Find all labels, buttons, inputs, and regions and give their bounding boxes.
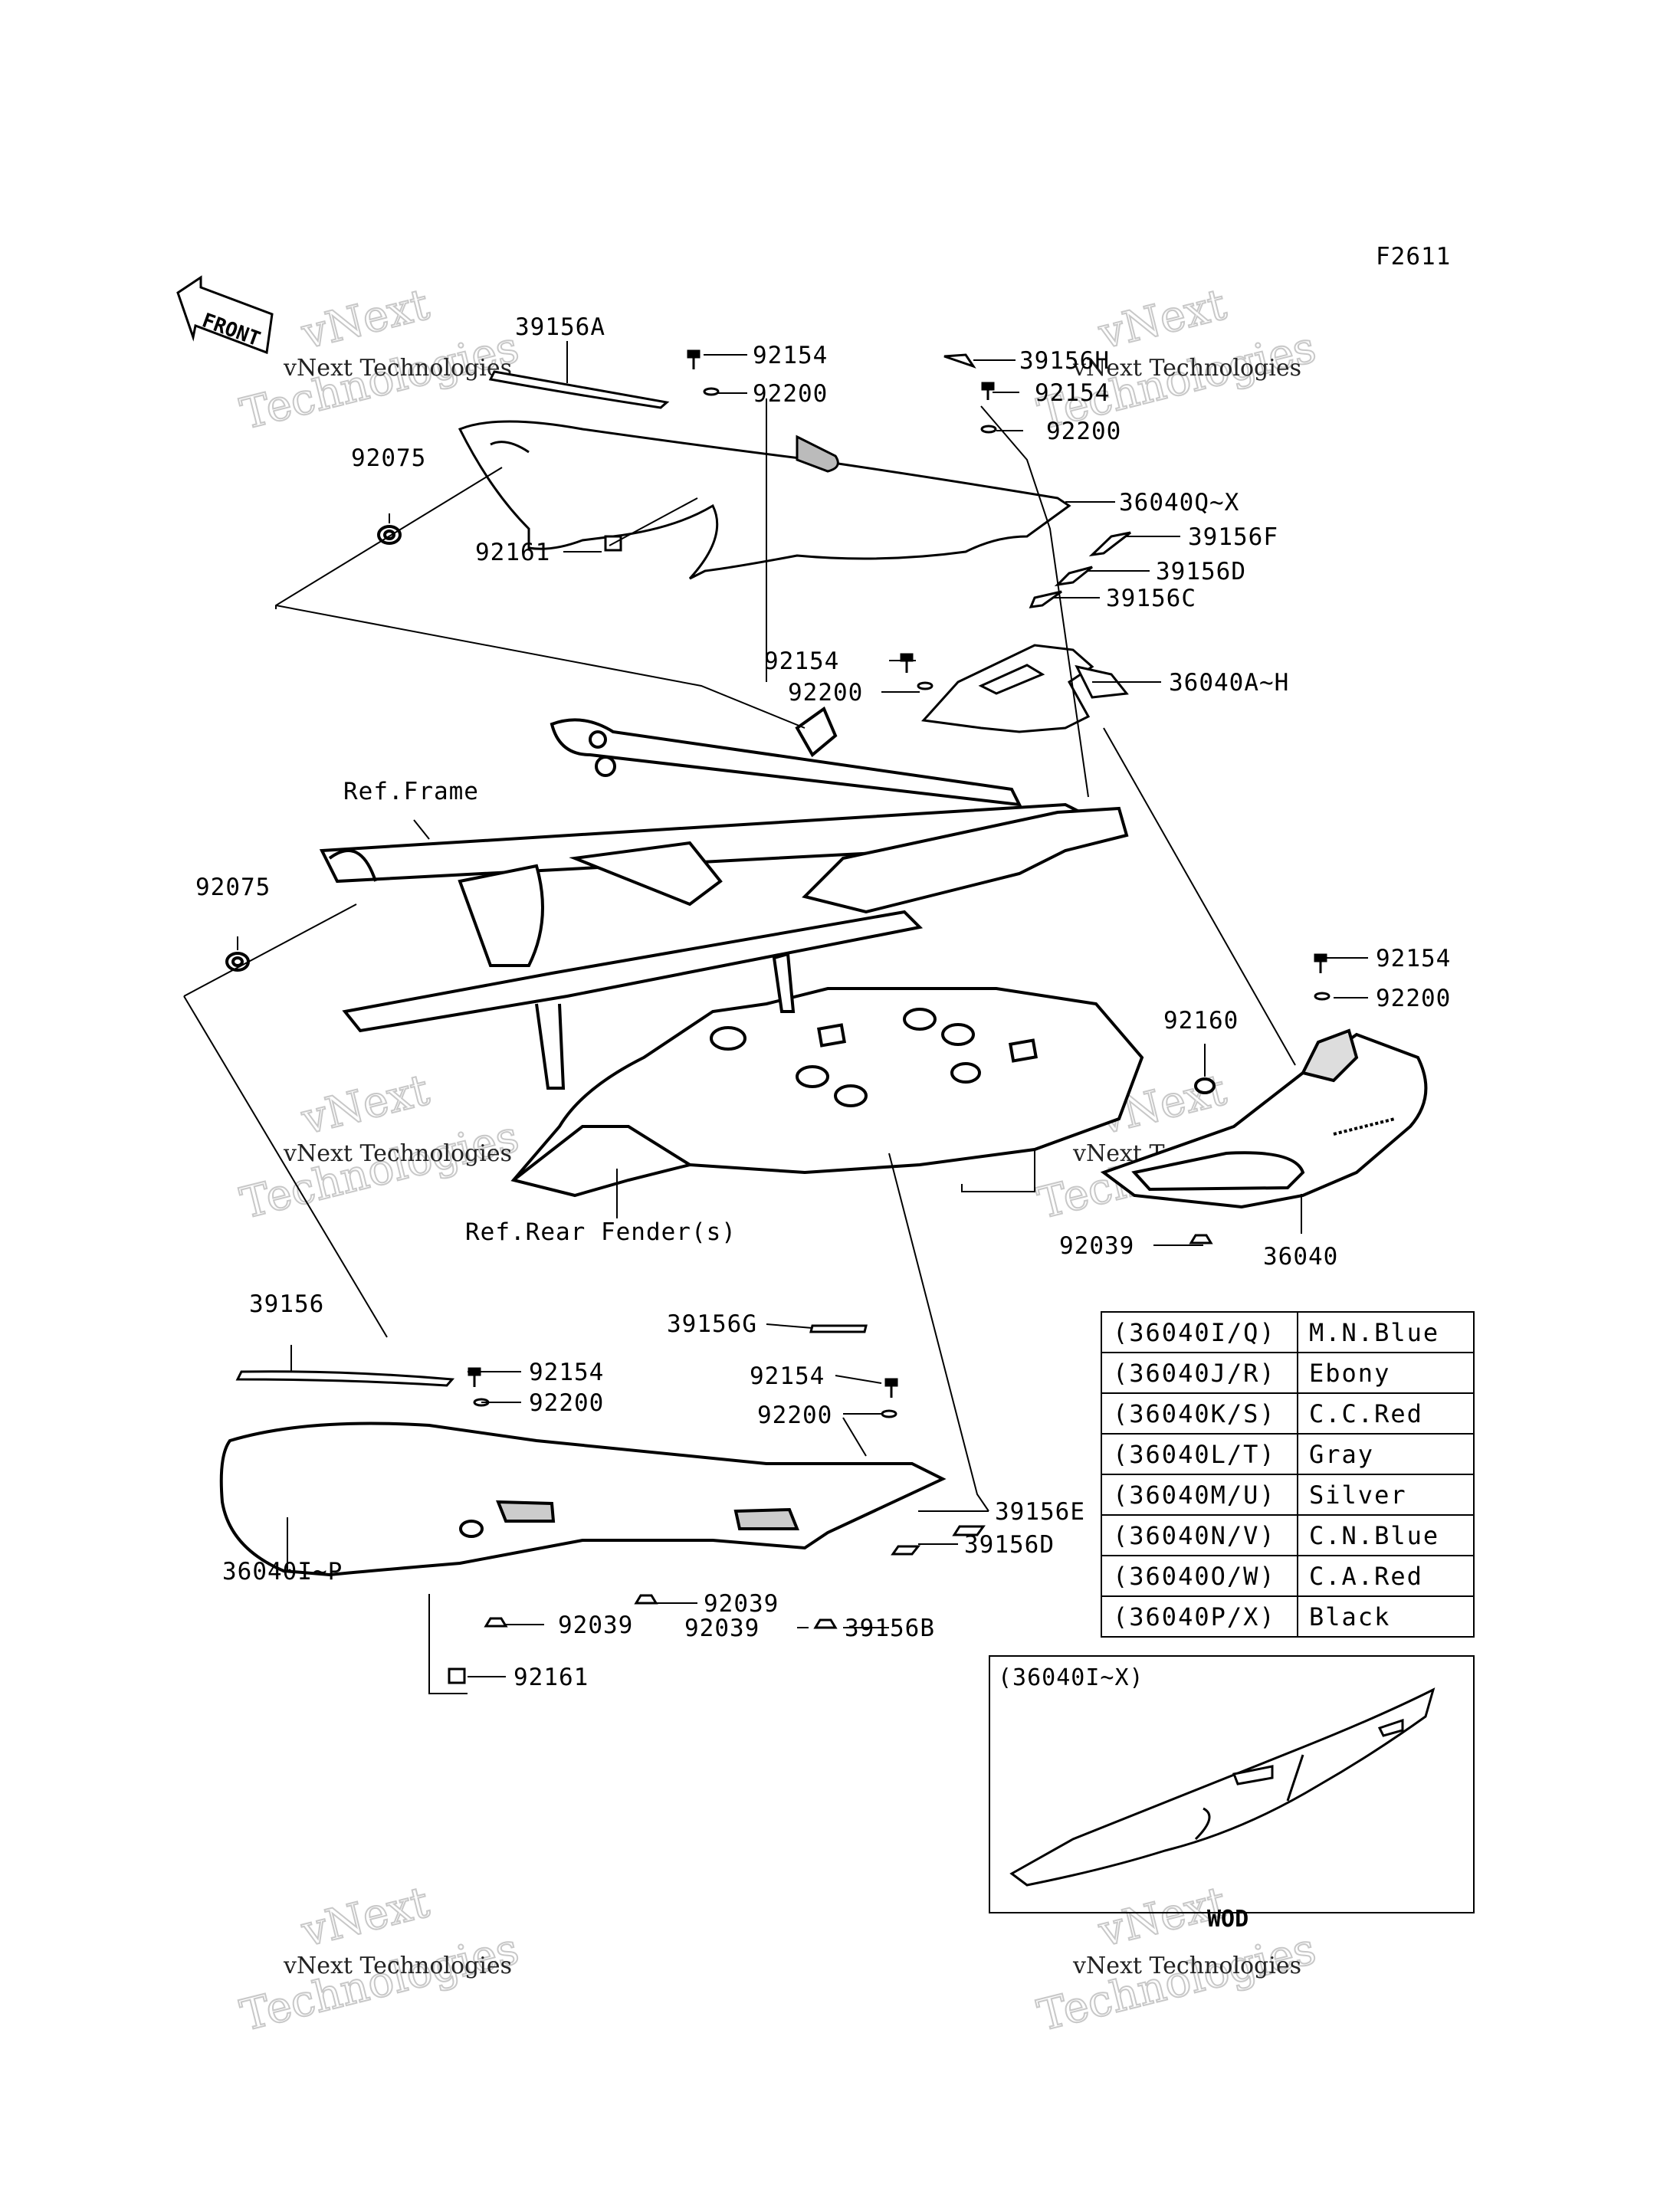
part-label: 92161 (475, 539, 550, 566)
part-label: 92161 (514, 1664, 589, 1691)
table-cell-code: (36040P/X) (1101, 1595, 1298, 1638)
table-cell-color: C.C.Red (1297, 1392, 1475, 1435)
table-cell-color: Gray (1297, 1433, 1475, 1475)
part-label: 39156B (845, 1615, 935, 1642)
part-label: 39156D (964, 1531, 1055, 1559)
table-row: (36040K/S)C.C.Red (1101, 1392, 1475, 1435)
watermark-top-left: vNext Technologies vNext Technologies (235, 279, 524, 441)
table-cell-code: (36040J/R) (1101, 1352, 1298, 1394)
part-label: 92154 (764, 648, 839, 675)
part-label: 39156C (1106, 585, 1196, 612)
svg-text:Technologies: Technologies (1033, 1924, 1321, 2041)
figure-code: F2611 (1376, 243, 1451, 271)
part-label: 36040Q~X (1119, 489, 1239, 516)
table-row: (36040L/T)Gray (1101, 1433, 1475, 1475)
part-label: 92200 (529, 1389, 604, 1417)
grommet-icon (225, 525, 1216, 1094)
tail-cover (1100, 1028, 1428, 1209)
part-label: 39156F (1188, 523, 1278, 551)
svg-text:vNext: vNext (297, 1065, 435, 1145)
table-cell-code: (36040L/T) (1101, 1433, 1298, 1475)
table-row: (36040I/Q)M.N.Blue (1101, 1311, 1475, 1353)
svg-text:vNext: vNext (297, 1877, 435, 1957)
table-cell-color: Ebony (1297, 1352, 1475, 1394)
part-label: 36040A~H (1169, 669, 1289, 697)
part-label: 39156H (1019, 347, 1110, 375)
part-label: 92154 (750, 1362, 825, 1390)
table-row: (36040N/V)C.N.Blue (1101, 1514, 1475, 1556)
table-cell-color: Silver (1297, 1474, 1475, 1516)
ref-rear-fender (510, 952, 1144, 1198)
inner-cover (920, 644, 1129, 733)
ref-frame (319, 706, 1129, 1090)
part-label: 92200 (1046, 418, 1121, 445)
svg-text:vNext Technologies: vNext Technologies (1072, 1953, 1301, 1979)
part-label: 92200 (757, 1402, 832, 1429)
part-label: 92154 (529, 1359, 604, 1386)
color-table: (36040I/Q)M.N.Blue (36040J/R)Ebony (3604… (1101, 1311, 1475, 1638)
table-row: (36040P/X)Black (1101, 1595, 1475, 1638)
washer-icon (473, 387, 1331, 1418)
part-label: 92200 (1376, 985, 1451, 1012)
part-label: 92075 (351, 444, 426, 472)
table-cell-color: M.N.Blue (1297, 1311, 1475, 1353)
svg-text:Technologies: Technologies (236, 1924, 523, 2041)
svg-text:vNext Technologies: vNext Technologies (283, 1140, 512, 1167)
watermark-mid-left: vNext Technologies vNext Technologies (235, 1064, 524, 1230)
part-label: 92160 (1163, 1007, 1239, 1035)
stripe-39156a (488, 370, 670, 409)
part-label: 92039 (1059, 1232, 1134, 1260)
lower-side-cover (219, 1421, 947, 1577)
part-label: 39156G (667, 1310, 757, 1338)
part-label: 92039 (684, 1615, 760, 1642)
inset-box (989, 1655, 1475, 1913)
front-arrow-icon: FRONT (176, 275, 274, 355)
svg-text:vNext Technologies: vNext Technologies (1072, 355, 1301, 382)
table-cell-code: (36040N/V) (1101, 1514, 1298, 1556)
upper-side-cover (458, 420, 1071, 580)
part-label: 36040I~P (222, 1558, 343, 1585)
part-label: 36040 (1263, 1243, 1338, 1271)
part-label: 92154 (753, 342, 828, 369)
part-label: 39156 (249, 1290, 324, 1318)
table-row: (36040J/R)Ebony (1101, 1352, 1475, 1394)
table-cell-code: (36040O/W) (1101, 1555, 1298, 1597)
small-stripes (809, 531, 1131, 1556)
leader-lines (183, 341, 1368, 1694)
watermark-bottom-left: vNext Technologies vNext Technologies (235, 1877, 524, 2042)
table-cell-code: (36040I/Q) (1101, 1311, 1298, 1353)
svg-text:Technologies: Technologies (236, 1112, 523, 1229)
table-row: (36040M/U)Silver (1101, 1474, 1475, 1516)
stripe-39156h (943, 353, 976, 369)
table-cell-color: Black (1297, 1595, 1475, 1638)
part-label: Ref.Frame (343, 778, 479, 805)
part-label: 39156A (515, 313, 605, 341)
inset-title: (36040I~X) (998, 1664, 1144, 1691)
part-labels: 39156A 92154 92200 39156H 92154 92200 36… (195, 313, 1451, 1691)
part-label: 39156D (1156, 558, 1246, 585)
table-cell-color: C.N.Blue (1297, 1514, 1475, 1556)
table-cell-code: (36040M/U) (1101, 1474, 1298, 1516)
stripe-39156 (235, 1370, 455, 1387)
part-label: 92154 (1376, 945, 1451, 972)
part-label: 92200 (753, 380, 828, 408)
svg-text:vNext Technologies: vNext Technologies (283, 1953, 512, 1979)
part-label: 92039 (704, 1590, 779, 1618)
inset-cover-drawing (1009, 1687, 1436, 1887)
table-cell-code: (36040K/S) (1101, 1392, 1298, 1435)
inset-footer: WOD (1207, 1906, 1249, 1933)
part-label: 92154 (1035, 379, 1110, 407)
part-label: Ref.Rear Fender(s) (465, 1218, 737, 1246)
table-row: (36040O/W)C.A.Red (1101, 1555, 1475, 1597)
part-label: 39156E (995, 1498, 1085, 1526)
table-cell-color: C.A.Red (1297, 1555, 1475, 1597)
part-label: 92039 (558, 1612, 633, 1639)
svg-text:vNext Technologies: vNext Technologies (283, 355, 512, 382)
part-label: 92200 (788, 679, 863, 707)
part-label: 92075 (195, 874, 271, 901)
